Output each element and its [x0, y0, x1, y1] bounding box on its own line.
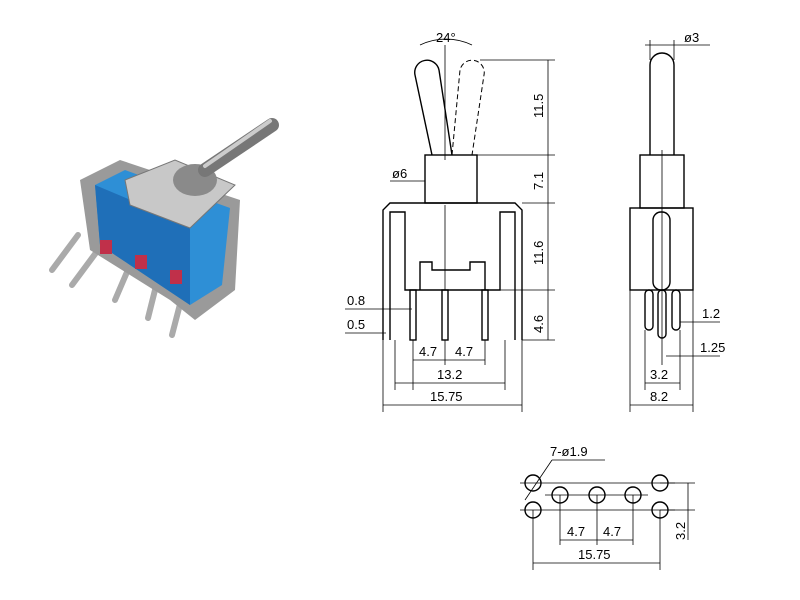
holes-label: 7-ø1.9	[550, 444, 588, 459]
bushing-diameter-label: ø6	[392, 166, 407, 181]
front-view: 24° ø6 11.5 7.1 11.6 4.6 0.8 0.5	[345, 30, 555, 412]
footprint-pitch-right-label: 4.7	[603, 524, 621, 539]
pin-thickness-label: 0.5	[347, 317, 365, 332]
body-height-label: 11.6	[531, 241, 546, 265]
footprint-width-label: 15.75	[578, 547, 611, 562]
side-pin-width-label: 1.2	[702, 306, 720, 321]
pin-pitch-left-label: 4.7	[419, 344, 437, 359]
outer-pin-span-label: 13.2	[437, 367, 462, 382]
body-width-label: 15.75	[430, 389, 463, 404]
pin-row-spacing-label: 3.2	[650, 367, 668, 382]
side-pin-offset-label: 1.25	[700, 340, 725, 355]
pin-length-label: 4.6	[531, 315, 546, 333]
lever-length-label: 11.5	[531, 94, 546, 118]
pin-width-label: 0.8	[347, 293, 365, 308]
bushing-height-label: 7.1	[531, 172, 546, 190]
footprint-pitch-left-label: 4.7	[567, 524, 585, 539]
toggle-switch-photo	[49, 118, 279, 338]
side-view: ø3 1.2 1.25 3.2 8.2	[629, 30, 725, 412]
body-depth-label: 8.2	[650, 389, 668, 404]
lever-angle-label: 24°	[436, 30, 456, 45]
lever-diameter-label: ø3	[684, 30, 699, 45]
pin-pitch-right-label: 4.7	[455, 344, 473, 359]
pcb-footprint: 7-ø1.9 4.7 4.7 3.2 15.75	[520, 444, 695, 570]
footprint-row-spacing-label: 3.2	[673, 522, 688, 540]
